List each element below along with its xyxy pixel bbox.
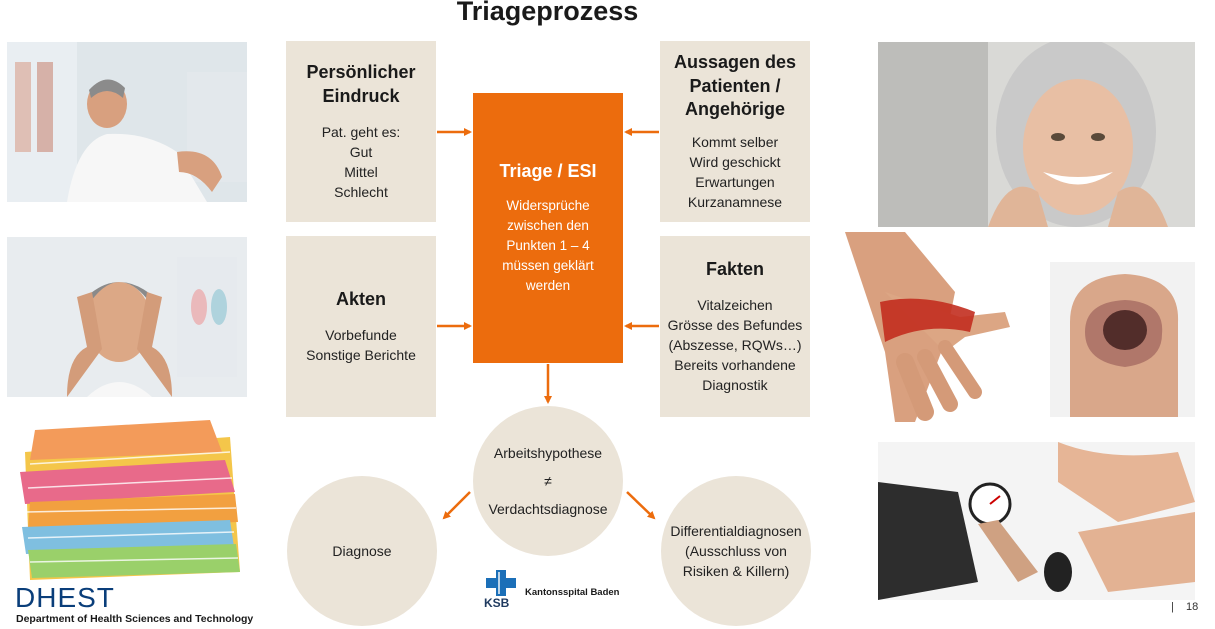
photo-toenail [1050, 262, 1195, 417]
page-title: Triageprozess [456, 0, 639, 26]
photo-file-stack [10, 412, 250, 584]
photo-man-headache [7, 237, 247, 397]
facts-line: Diagnostik [702, 377, 768, 394]
triage-heading: Triage / ESI [499, 161, 597, 181]
facts-line: (Abszesse, RQWs…) [668, 337, 802, 354]
impression-heading-2: Eindruck [322, 85, 400, 106]
impression-line: Mittel [344, 163, 378, 180]
box-facts: Fakten Vitalzeichen Grösse des Befundes … [660, 236, 810, 417]
triage-line: zwischen den [507, 218, 589, 233]
differential-line: Risiken & Killern) [682, 563, 790, 579]
facts-line: Bereits vorhandene [674, 357, 796, 374]
ksb-cross-icon [486, 570, 516, 596]
impression-line: Gut [349, 143, 373, 160]
box-files: Akten Vorbefunde Sonstige Berichte [286, 236, 436, 417]
statements-heading-2: Patienten / [689, 75, 781, 96]
impression-line: Schlecht [334, 183, 388, 200]
differential-line: (Ausschluss von [685, 543, 787, 559]
facts-heading: Fakten [705, 258, 765, 279]
impression-heading-1: Persönlicher [306, 62, 416, 83]
files-heading: Akten [335, 288, 386, 309]
dhest-logo: DHEST [15, 582, 115, 613]
statements-line: Erwartungen [695, 173, 775, 190]
triage-line: Punkten 1 – 4 [506, 238, 590, 253]
arrow-down-left-icon [442, 491, 471, 520]
ksb-name: Kantonsspital Baden [525, 587, 620, 598]
dhest-subtitle: Department of Health Sciences and Techno… [16, 613, 254, 625]
impression-line: Pat. geht es: [321, 123, 401, 140]
statements-line: Wird geschickt [689, 153, 781, 170]
statements-line: Kommt selber [691, 133, 779, 150]
not-equal-symbol: ≠ [544, 473, 552, 489]
files-line: Sonstige Berichte [306, 347, 416, 364]
arrow-down-right-icon [626, 491, 656, 520]
facts-line: Grösse des Befundes [667, 317, 803, 334]
circle-working-hypothesis: Arbeitshypothese ≠ Verdachtsdiagnose [473, 406, 623, 556]
circle-diagnosis: Diagnose [287, 476, 437, 626]
photo-smiling-woman [878, 42, 1195, 227]
page-separator: | [1171, 601, 1174, 613]
statements-line: Kurzanamnese [687, 193, 783, 210]
photo-man-back-pain [7, 42, 247, 202]
page-number: 18 [1186, 601, 1199, 613]
triage-line: Widersprüche [506, 198, 590, 213]
facts-line: Vitalzeichen [697, 297, 773, 314]
diagnosis-label: Diagnose [332, 543, 392, 559]
photo-blood-pressure [878, 442, 1195, 600]
files-line: Vorbefunde [325, 327, 397, 344]
triage-line: werden [525, 278, 571, 293]
box-triage-esi: Triage / ESI Widersprüche zwischen den P… [473, 93, 623, 363]
circle-differential-diagnoses: Differentialdiagnosen (Ausschluss von Ri… [661, 476, 811, 626]
statements-heading-3: Angehörige [684, 99, 785, 120]
hypothesis-line-1: Arbeitshypothese [493, 445, 603, 461]
hypothesis-line-2: Verdachtsdiagnose [488, 501, 608, 517]
triage-line: müssen geklärt [502, 258, 594, 273]
ksb-label: KSB [484, 596, 510, 610]
statements-heading-1: Aussagen des [673, 52, 797, 73]
photo-hand-wound [845, 232, 1015, 422]
ksb-logo: KSB [484, 570, 524, 615]
differential-line: Differentialdiagnosen [670, 523, 802, 539]
